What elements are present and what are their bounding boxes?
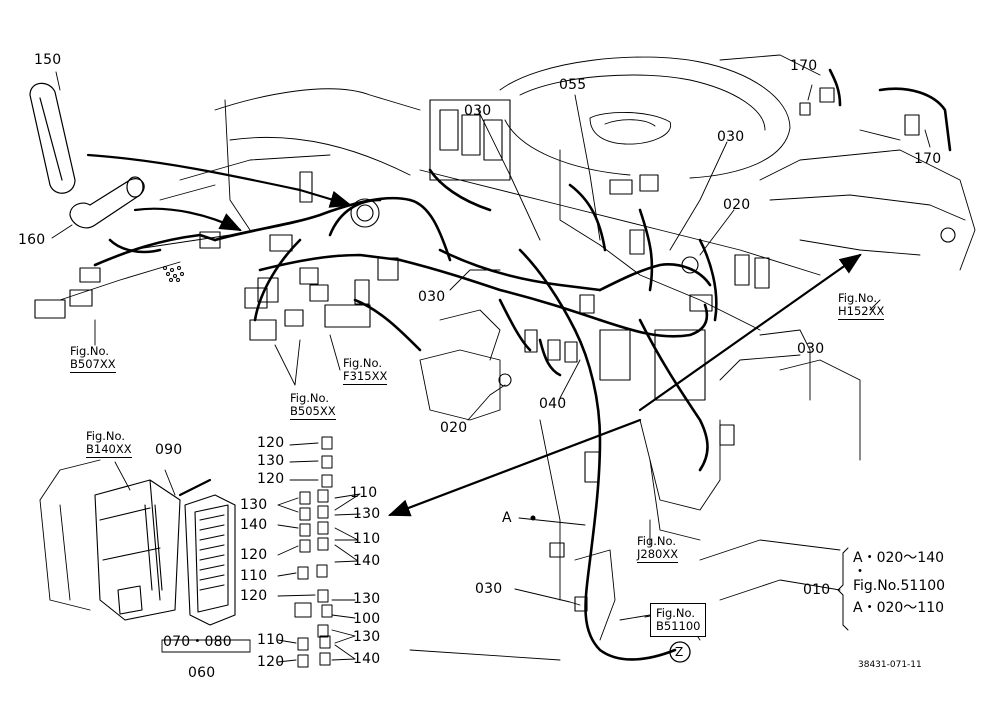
part-label-030: 030 bbox=[464, 103, 492, 119]
part-label-030: 030 bbox=[797, 341, 825, 357]
figref-b505: Fig.No.B505XX bbox=[290, 391, 336, 420]
part-label-010: 010 bbox=[803, 582, 831, 598]
part-label-130: 130 bbox=[353, 629, 381, 645]
figref-b507: Fig.No.B507XX bbox=[70, 344, 116, 373]
drawing-code: 38431-071-11 bbox=[858, 660, 922, 670]
part-label-120: 120 bbox=[240, 588, 268, 604]
part-label-140: 140 bbox=[353, 553, 381, 569]
ref-circle bbox=[669, 641, 691, 663]
part-label-110: 110 bbox=[350, 485, 378, 501]
figref-b511: Fig.No.B51100 bbox=[650, 603, 707, 637]
part-label-100: 100 bbox=[353, 611, 381, 627]
body-outline bbox=[39, 54, 976, 661]
part-label-120: 120 bbox=[257, 471, 285, 487]
part-label-120: 120 bbox=[240, 547, 268, 563]
part-label-030: 030 bbox=[418, 289, 446, 305]
part-label-Z: Z bbox=[675, 645, 684, 659]
figref-h152: Fig.No.H152XX bbox=[838, 291, 885, 320]
part-label-110: 110 bbox=[353, 531, 381, 547]
part-label-020: 020 bbox=[440, 420, 468, 436]
part-label-110: 110 bbox=[240, 568, 268, 584]
protector-tubes bbox=[29, 82, 145, 229]
part-label-170: 170 bbox=[790, 58, 818, 74]
usage-legend: A・020～140 ・ Fig.No.51100 A・020～110 bbox=[853, 547, 945, 619]
part-label-130: 130 bbox=[240, 497, 268, 513]
part-label-120: 120 bbox=[257, 435, 285, 451]
legend-line-3: Fig.No.51100 bbox=[853, 578, 946, 594]
part-label-A: A bbox=[502, 510, 512, 526]
legend-brace bbox=[837, 547, 849, 631]
part-label-055: 055 bbox=[559, 77, 587, 93]
part-label-130: 130 bbox=[353, 591, 381, 607]
part-label-120: 120 bbox=[257, 654, 285, 670]
part-label-020: 020 bbox=[723, 197, 751, 213]
dot-cluster bbox=[163, 266, 184, 282]
part-label-030: 030 bbox=[717, 129, 745, 145]
legend-line-1: A・020～140 bbox=[853, 550, 945, 566]
controller-unit bbox=[94, 479, 236, 626]
part-label-110: 110 bbox=[257, 632, 285, 648]
part-label-170: 170 bbox=[914, 151, 942, 167]
part-label-160: 160 bbox=[18, 232, 46, 248]
main-harness bbox=[93, 68, 952, 661]
connectors bbox=[34, 87, 956, 612]
part-label-140: 140 bbox=[240, 517, 268, 533]
part-label-040: 040 bbox=[539, 396, 567, 412]
part-label-030: 030 bbox=[475, 581, 503, 597]
part-label-070-080: 070・080 bbox=[163, 634, 232, 650]
part-label-090: 090 bbox=[155, 442, 183, 458]
part-label-130: 130 bbox=[353, 506, 381, 522]
leader-lines bbox=[51, 71, 931, 663]
part-label-150: 150 bbox=[34, 52, 62, 68]
figref-f315: Fig.No.F315XX bbox=[343, 356, 388, 385]
part-label-060: 060 bbox=[188, 665, 216, 681]
reference-arrows bbox=[86, 153, 862, 517]
legend-line-4: A・020～110 bbox=[853, 600, 945, 616]
fuse-set bbox=[294, 436, 333, 668]
figref-b140: Fig.No.B140XX bbox=[86, 429, 132, 458]
figref-j280: Fig.No.J280XX bbox=[637, 534, 679, 563]
part-label-140: 140 bbox=[353, 651, 381, 667]
part-label-130: 130 bbox=[257, 453, 285, 469]
